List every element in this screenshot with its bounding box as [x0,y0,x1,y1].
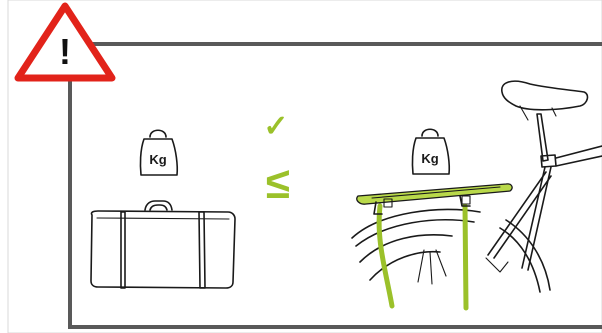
rack-strut-rear [465,206,466,308]
rack-strut-front [379,206,392,306]
weight-label-left: Kg [149,152,166,167]
kg-weight-icon-right: Kg [412,129,449,174]
bicycle-rear-rack-icon [352,81,602,308]
less-or-equal-symbol: ≤ [266,159,290,208]
rack-platform [357,184,512,204]
saddle [502,81,588,110]
weight-label-right: Kg [421,151,438,166]
comparison-symbols: ✓ ≤ [263,110,290,208]
suitcase-icon [91,201,235,288]
warning-exclamation: ! [59,31,71,72]
kg-weight-icon-left: Kg [140,130,177,175]
check-icon: ✓ [263,110,288,143]
main-frame [70,44,602,327]
